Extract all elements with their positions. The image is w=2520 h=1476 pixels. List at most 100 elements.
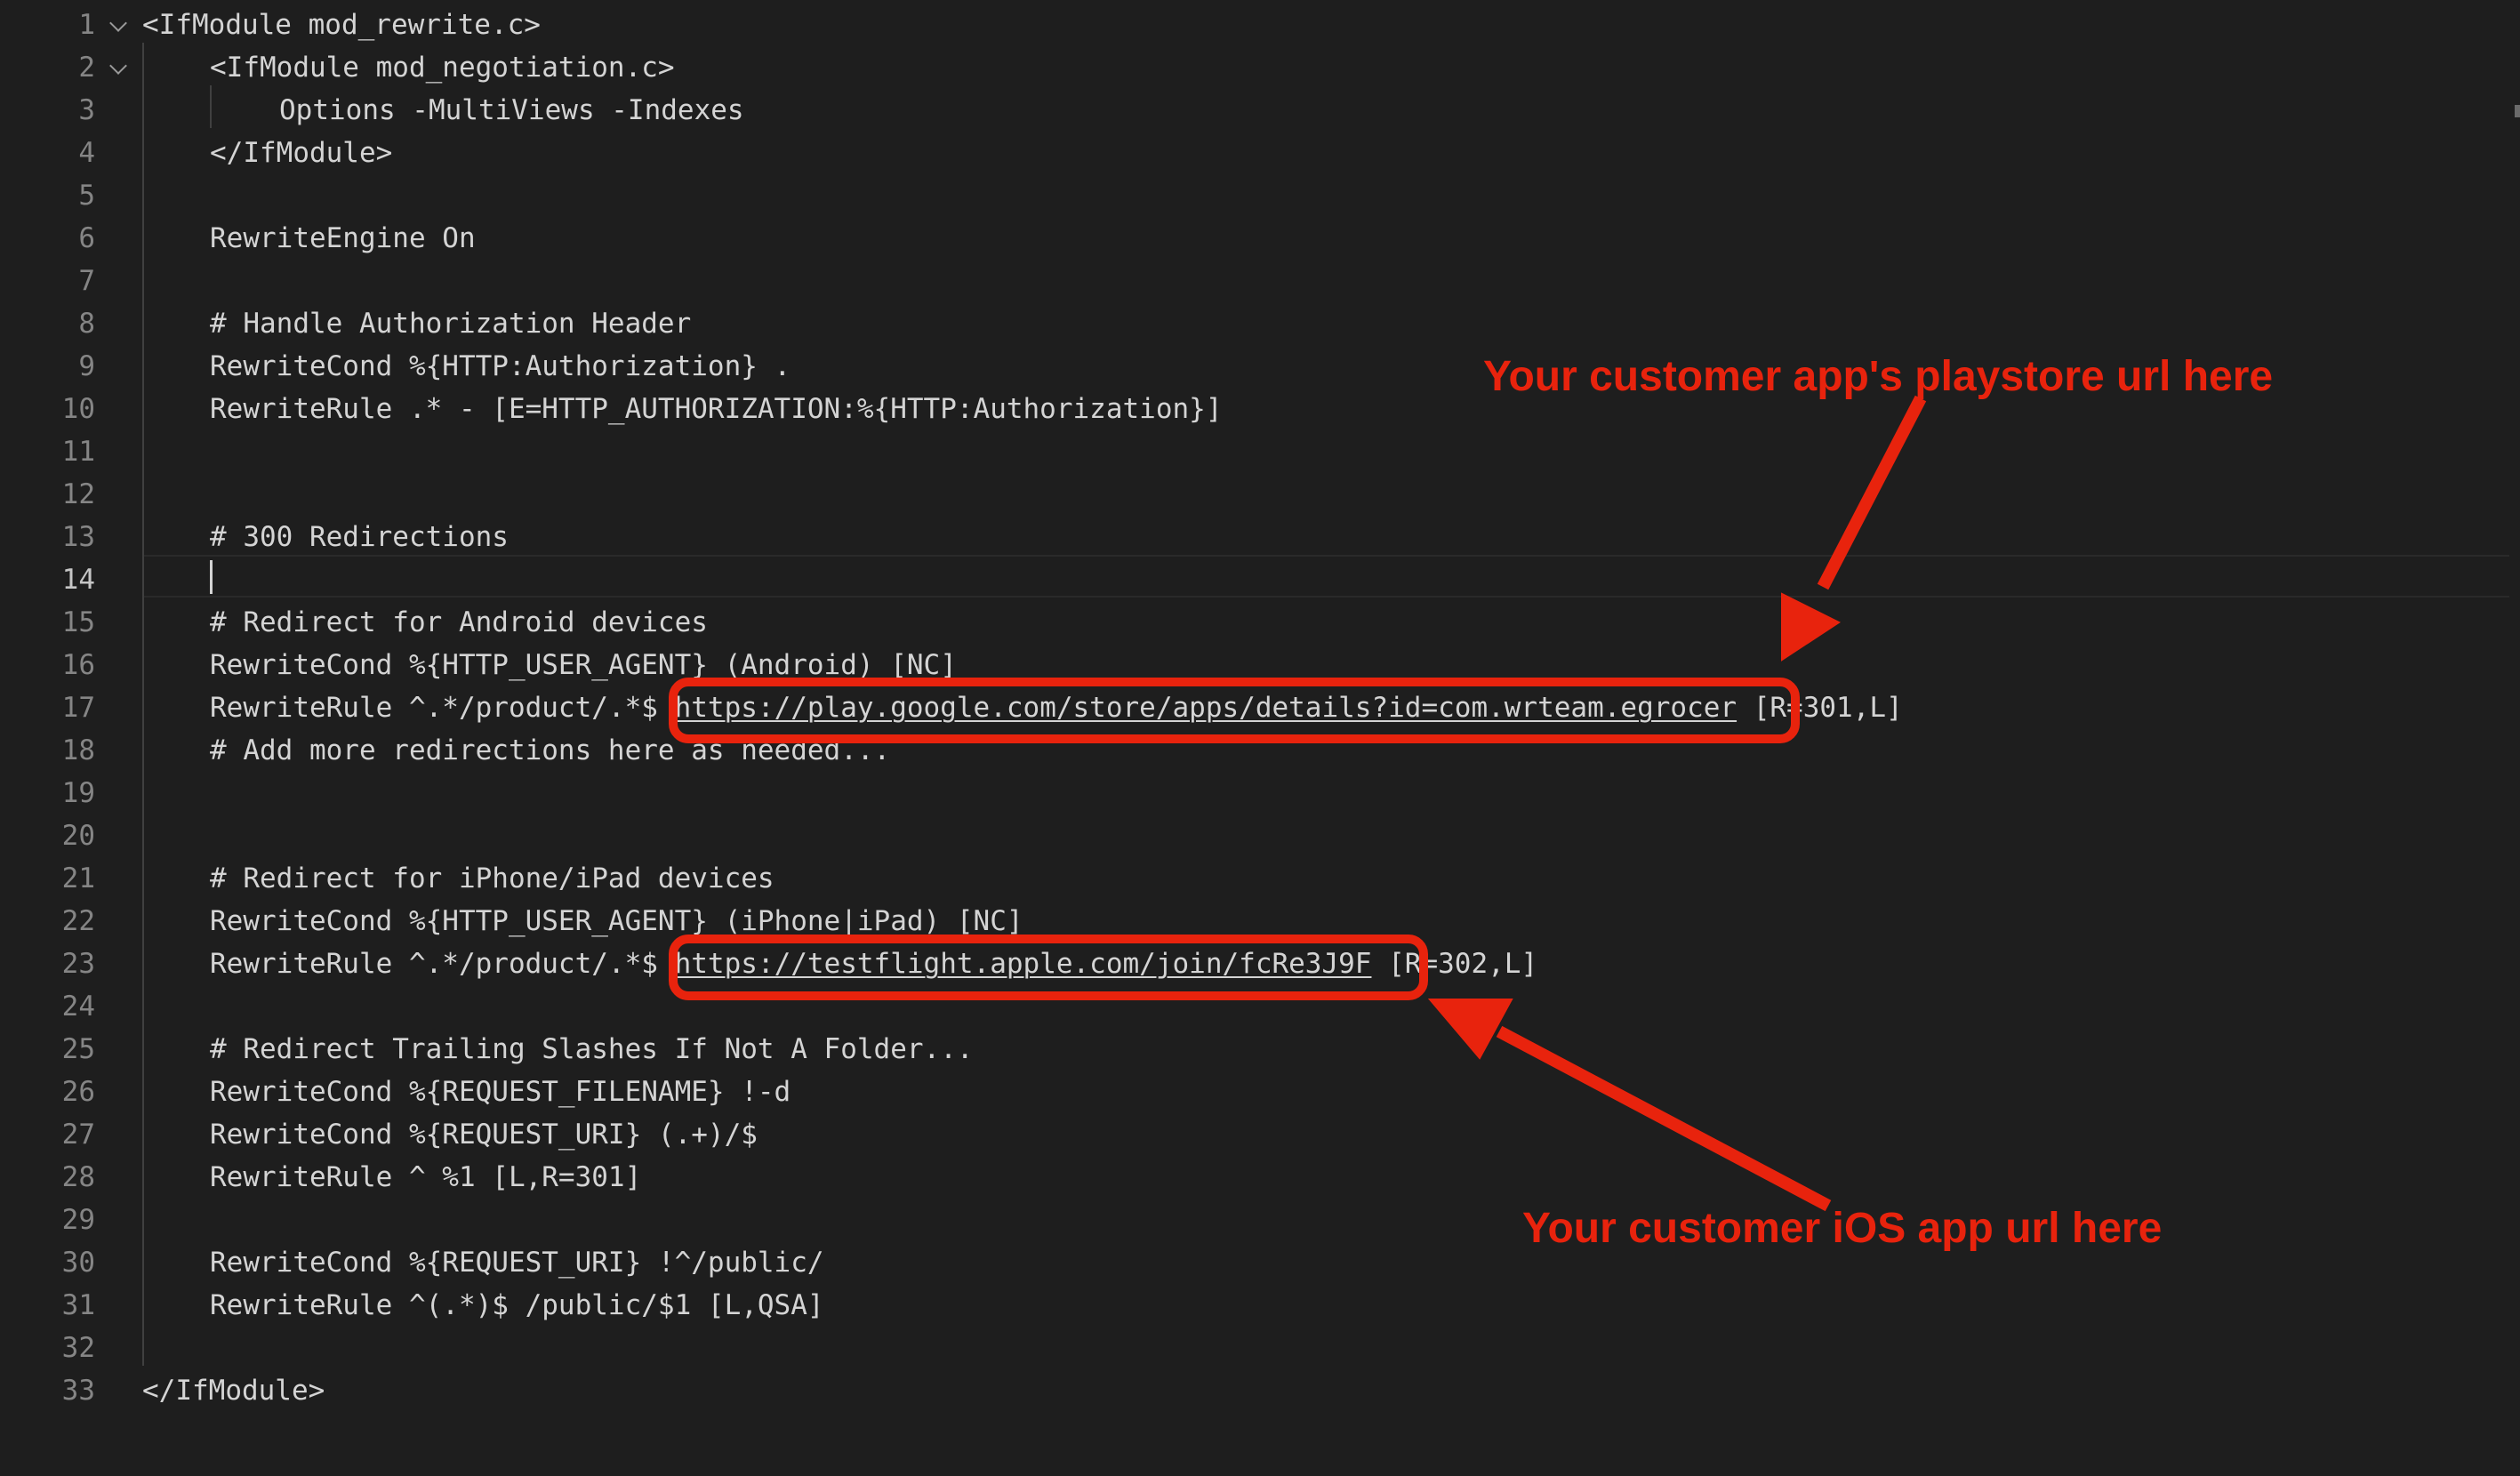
code-line[interactable]: 11 — [0, 430, 2520, 473]
url-link[interactable]: https://testflight.apple.com/join/fcRe3J… — [674, 948, 1372, 980]
fold-chevron-icon[interactable] — [109, 57, 127, 75]
current-line-highlight — [144, 555, 2509, 598]
code-line[interactable]: 14 — [0, 558, 2520, 601]
code-token: # Redirect for iPhone/iPad devices — [210, 862, 774, 894]
code-line[interactable]: 26 RewriteCond %{REQUEST_FILENAME} !-d — [0, 1071, 2520, 1113]
line-number: 16 — [61, 649, 95, 681]
line-number: 11 — [61, 436, 95, 468]
line-number: 5 — [78, 180, 95, 212]
code-token: # 300 Redirections — [210, 521, 509, 553]
line-number: 25 — [61, 1033, 95, 1065]
line-number: 32 — [61, 1332, 95, 1364]
line-number: 29 — [61, 1204, 95, 1236]
line-number: 19 — [61, 777, 95, 809]
line-number: 10 — [61, 393, 95, 425]
code-line[interactable]: 9 RewriteCond %{HTTP:Authorization} . — [0, 345, 2520, 388]
code-text: # Redirect Trailing Slashes If Not A Fol… — [210, 1028, 974, 1071]
code-token: RewriteRule ^ %1 [L,R=301] — [210, 1161, 642, 1193]
rewrite-flags: [R=301,L] — [1737, 692, 1903, 724]
code-token: RewriteRule .* - [E=HTTP_AUTHORIZATION:%… — [210, 393, 1223, 425]
code-line[interactable]: 6 RewriteEngine On — [0, 217, 2520, 260]
playstore-annotation: Your customer app's playstore url here — [1483, 353, 2274, 400]
code-token: RewriteCond %{REQUEST_URI} !^/public/ — [210, 1247, 824, 1279]
code-line[interactable]: 24 — [0, 985, 2520, 1028]
code-token: RewriteCond %{REQUEST_FILENAME} !-d — [210, 1076, 791, 1108]
code-text: # 300 Redirections — [210, 516, 509, 558]
code-line[interactable]: 1 <IfModule mod_rewrite.c> — [0, 4, 2520, 46]
code-line[interactable]: 29 — [0, 1199, 2520, 1241]
code-line[interactable]: 13# 300 Redirections — [0, 516, 2520, 558]
url-link[interactable]: https://play.google.com/store/apps/detai… — [674, 692, 1738, 724]
code-token: Options -MultiViews -Indexes — [279, 94, 744, 126]
code-line[interactable]: 17 RewriteRule ^.*/product/.*$ https://pl… — [0, 686, 2520, 729]
code-token: </IfModule> — [142, 1375, 325, 1407]
code-token: RewriteEngine On — [210, 222, 476, 254]
line-number: 17 — [61, 692, 95, 724]
code-line[interactable]: 10 RewriteRule .* - [E=HTTP_AUTHORIZATION… — [0, 388, 2520, 430]
code-text: <IfModule mod_rewrite.c> — [142, 4, 541, 46]
code-text: RewriteRule ^(.*)$ /public/$1 [L,QSA] — [210, 1284, 824, 1327]
ios-annotation: Your customer iOS app url here — [1522, 1205, 2163, 1252]
code-line[interactable]: 28 RewriteRule ^ %1 [L,R=301] — [0, 1156, 2520, 1199]
fold-chevron-icon[interactable] — [109, 14, 127, 32]
code-token: # Redirect Trailing Slashes If Not A Fol… — [210, 1033, 974, 1065]
playstore-url-highlight — [669, 678, 1800, 743]
line-number: 3 — [78, 94, 95, 126]
code-text: RewriteCond %{HTTP_USER_AGENT} (iPhone|i… — [210, 900, 1023, 943]
line-number: 14 — [61, 564, 95, 596]
code-text: RewriteCond %{HTTP_USER_AGENT} (Android)… — [210, 644, 957, 686]
code-text: RewriteCond %{REQUEST_FILENAME} !-d — [210, 1071, 791, 1113]
code-text: </IfModule> — [142, 1369, 325, 1412]
code-token: RewriteCond %{REQUEST_URI} (.+)/$ — [210, 1119, 758, 1151]
code-line[interactable]: 7 — [0, 260, 2520, 302]
code-line[interactable]: 15# Redirect for Android devices — [0, 601, 2520, 644]
code-token: RewriteRule ^(.*)$ /public/$1 [L,QSA] — [210, 1289, 824, 1321]
line-number: 6 — [78, 222, 95, 254]
code-token: RewriteRule ^.*/product/.*$ — [210, 692, 675, 724]
line-number: 2 — [78, 52, 95, 84]
code-line[interactable]: 3 Options -MultiViews -Indexes — [0, 89, 2520, 132]
line-number: 9 — [78, 350, 95, 382]
code-text: RewriteRule ^.*/product/.*$ https://test… — [210, 943, 1537, 985]
code-line[interactable]: 16 RewriteCond %{HTTP_USER_AGENT} (Androi… — [0, 644, 2520, 686]
line-number: 26 — [61, 1076, 95, 1108]
line-number: 24 — [61, 991, 95, 1023]
code-line[interactable]: 21 # Redirect for iPhone/iPad devices — [0, 857, 2520, 900]
code-line[interactable]: 19 — [0, 772, 2520, 814]
code-token: </IfModule> — [210, 137, 393, 169]
indent-guide — [142, 43, 144, 1366]
code-text: RewriteRule ^.*/product/.*$ https://play… — [210, 686, 1903, 729]
line-number: 21 — [61, 862, 95, 894]
code-line[interactable]: 2<IfModule mod_negotiation.c> — [0, 46, 2520, 89]
text-cursor — [210, 560, 213, 594]
line-number: 33 — [61, 1375, 95, 1407]
code-line[interactable]: 12 — [0, 473, 2520, 516]
code-text: # Handle Authorization Header — [210, 302, 691, 345]
code-line[interactable]: 20 — [0, 814, 2520, 857]
line-number: 1 — [78, 9, 95, 41]
code-line[interactable]: 4 </IfModule> — [0, 132, 2520, 174]
code-line[interactable]: 33 </IfModule> — [0, 1369, 2520, 1412]
code-text: </IfModule> — [210, 132, 392, 174]
line-number: 20 — [61, 820, 95, 852]
code-line[interactable]: 8 # Handle Authorization Header — [0, 302, 2520, 345]
line-number: 15 — [61, 606, 95, 638]
code-text: RewriteEngine On — [210, 217, 476, 260]
line-number: 4 — [78, 137, 95, 169]
code-line[interactable]: 32 — [0, 1327, 2520, 1369]
line-number: 28 — [61, 1161, 95, 1193]
line-number: 8 — [78, 308, 95, 340]
scrollbar-marker[interactable] — [2515, 105, 2520, 117]
code-line[interactable]: 25 # Redirect Trailing Slashes If Not A F… — [0, 1028, 2520, 1071]
line-number: 12 — [61, 478, 95, 510]
code-line[interactable]: 5 — [0, 174, 2520, 217]
code-token: RewriteCond %{HTTP:Authorization} . — [210, 350, 791, 382]
code-text: RewriteRule ^ %1 [L,R=301] — [210, 1156, 641, 1199]
line-number: 7 — [78, 265, 95, 297]
